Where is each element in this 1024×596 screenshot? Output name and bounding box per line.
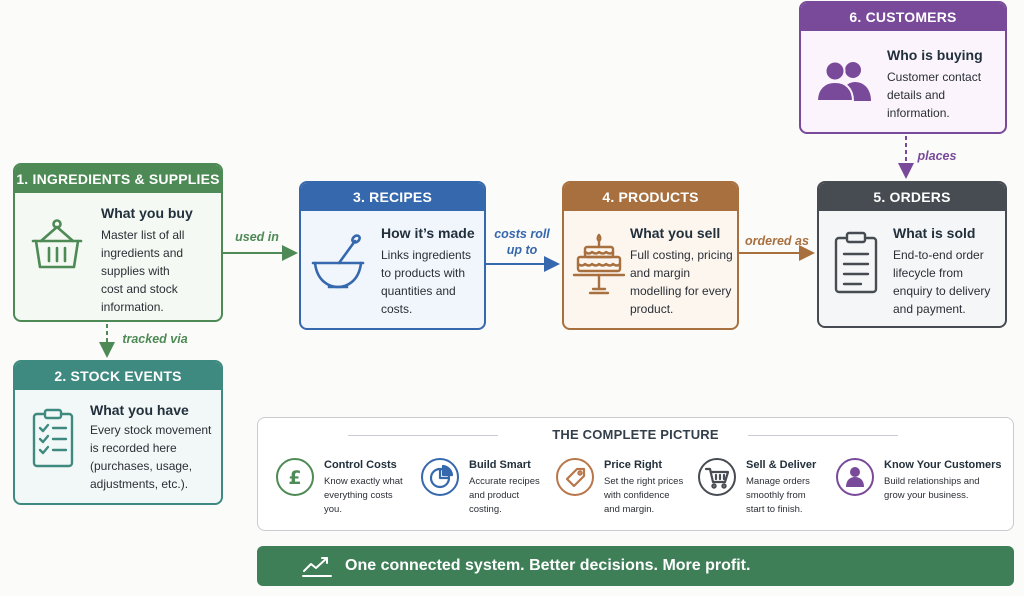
card-stock-events: 2. STOCK EVENTS What you have Every stoc… [13,360,223,505]
people-icon [815,60,871,102]
trend-up-icon [302,557,332,577]
checklist-icon [32,408,74,468]
card-description: Master list of all ingredients and suppl… [101,228,185,314]
card-header: 3. RECIPES [301,183,484,211]
benefit-title: Build Smart [469,459,531,471]
card-title: What you buy [101,205,193,221]
pound-icon: £ [276,458,314,496]
divider [348,435,498,436]
flow-label-costs-roll-up-to: costs roll up to [494,227,550,257]
cart-icon [698,458,736,496]
person-icon [836,458,874,496]
divider [748,435,898,436]
card-title: How it’s made [381,225,475,241]
card-header: 5. ORDERS [819,183,1005,211]
mixing-bowl-icon [311,234,365,289]
card-description: Customer contact details and information… [887,70,982,120]
card-customers: 6. CUSTOMERS Who is buying Customer cont… [799,1,1007,134]
flow-label-ordered-as: ordered as [745,234,809,248]
card-ingredients-supplies: 1. INGREDIENTS & SUPPLIES What you buy M… [13,163,223,322]
price-tag-icon [556,458,594,496]
summary-banner: One connected system. Better decisions. … [257,546,1014,586]
complete-picture-title: THE COMPLETE PICTURE [552,427,719,442]
card-recipes: 3. RECIPES How it’s made Links ingredien… [299,181,486,330]
benefit-title: Sell & Deliver [746,459,817,471]
basket-icon [31,219,83,269]
card-description: End-to-end order lifecycle from enquiry … [893,248,991,316]
benefit-title: Control Costs [324,459,397,471]
benefit-title: Price Right [604,459,663,471]
benefit-description: Build relationships and grow your busine… [884,476,980,501]
card-products: 4. PRODUCTS What you sell Full costing, … [562,181,739,330]
svg-text:£: £ [288,467,301,489]
card-orders: 5. ORDERS What is sold End-to-end order … [817,181,1007,328]
card-title: Who is buying [887,47,983,63]
card-description: Full costing, pricing and margin modelli… [630,248,733,316]
card-header: 4. PRODUCTS [564,183,737,211]
card-title: What you have [90,402,189,418]
banner-text: One connected system. Better decisions. … [345,557,751,574]
flow-label-tracked-via: tracked via [122,332,188,346]
card-description: Every stock movement is recorded here (p… [90,423,212,491]
card-header: 2. STOCK EVENTS [15,362,221,390]
flow-label-places: places [917,149,957,163]
card-title: What is sold [893,225,976,241]
benefit-title: Know Your Customers [884,459,1002,471]
benefit-description: Accurate recipes and product costing. [469,476,540,515]
clipboard-icon [834,231,878,294]
complete-picture-panel: THE COMPLETE PICTURE £ Control Costs Kno… [257,417,1014,531]
benefit-description: Manage orders smoothly from start to fin… [746,476,810,515]
card-description: Links ingredients to products with quant… [381,248,472,316]
pie-chart-icon [421,458,459,496]
benefit-description: Know exactly what everything costs you. [324,476,403,515]
card-title: What you sell [630,225,721,241]
card-header: 1. INGREDIENTS & SUPPLIES [15,165,221,193]
cake-icon [572,233,626,295]
flow-label-used-in: used in [235,230,279,244]
benefit-description: Set the right prices with confidence and… [604,476,684,515]
card-header: 6. CUSTOMERS [801,3,1005,31]
